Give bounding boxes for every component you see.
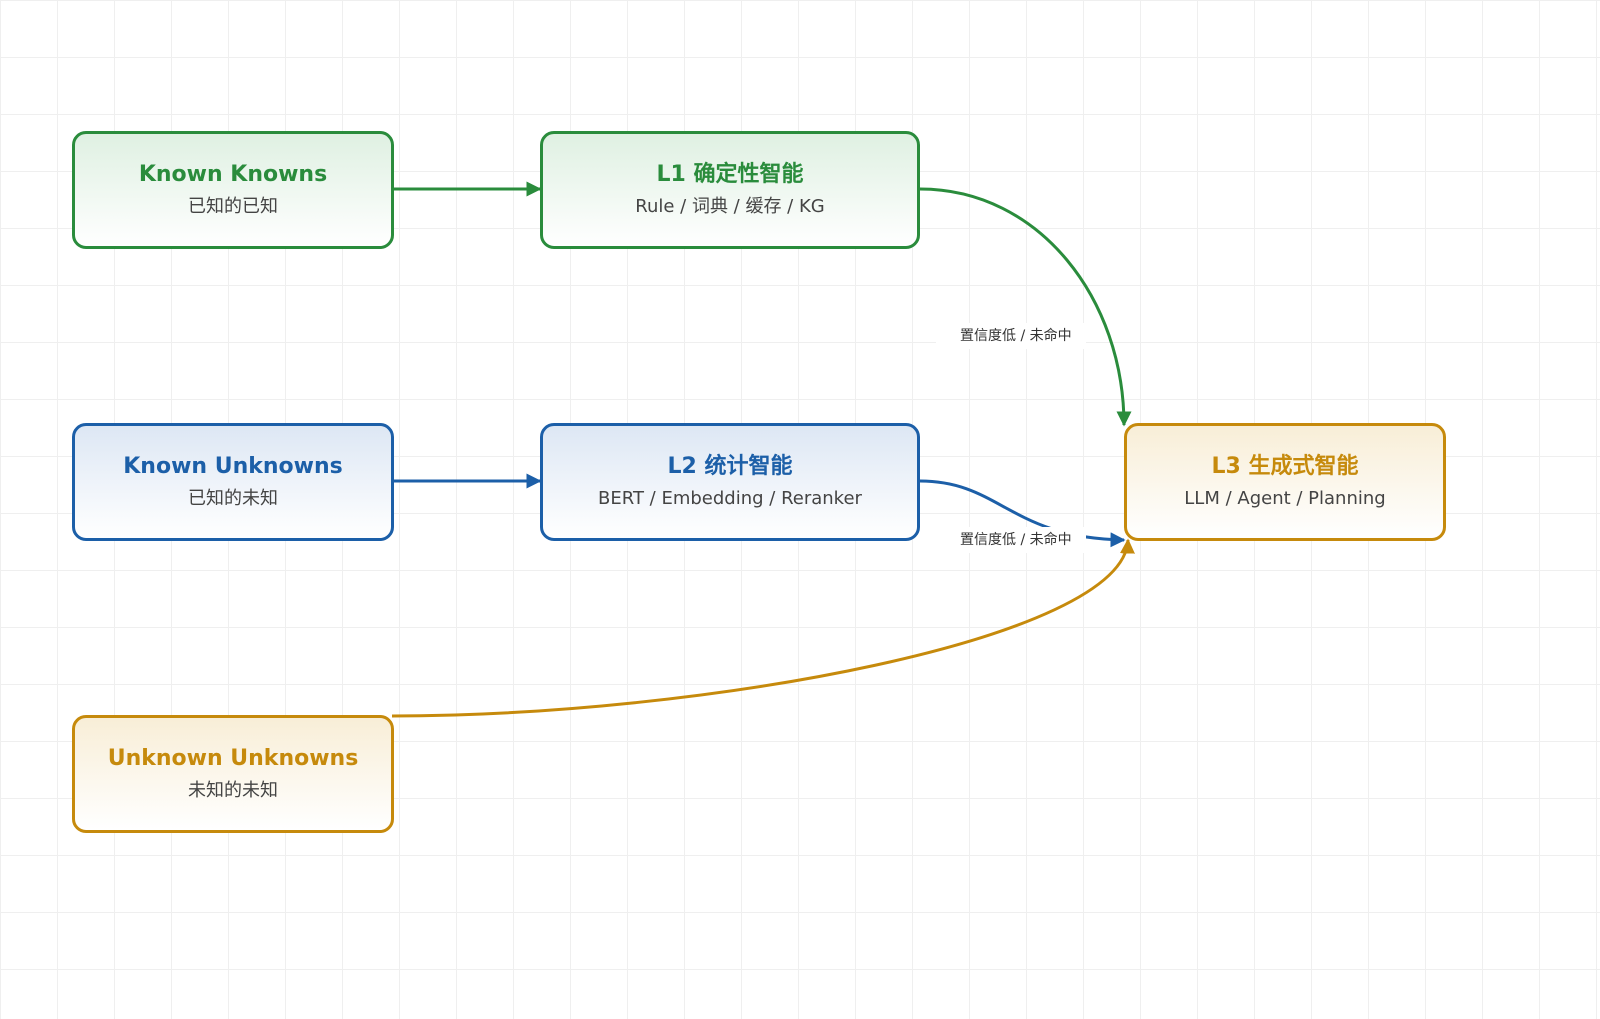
node-known-knowns[interactable]: Known Knowns 已知的已知 bbox=[72, 131, 394, 249]
node-title: L1 确定性智能 bbox=[656, 162, 804, 187]
node-title: L2 统计智能 bbox=[667, 454, 793, 479]
node-subtitle: Rule / 词典 / 缓存 / KG bbox=[635, 196, 825, 217]
node-known-unknowns[interactable]: Known Unknowns 已知的未知 bbox=[72, 423, 394, 541]
node-title: Unknown Unknowns bbox=[107, 746, 359, 771]
edge-unknown-unknowns-to-l3 bbox=[391, 538, 1135, 718]
node-l3[interactable]: L3 生成式智能 LLM / Agent / Planning bbox=[1124, 423, 1446, 541]
node-title: L3 生成式智能 bbox=[1211, 454, 1359, 479]
edge-l1-to-l3 bbox=[919, 187, 1132, 427]
edge-l2-to-l3 bbox=[919, 479, 1126, 548]
node-subtitle: BERT / Embedding / Reranker bbox=[598, 488, 862, 509]
node-title: Known Knowns bbox=[138, 162, 328, 187]
node-subtitle: 已知的未知 bbox=[188, 488, 278, 509]
node-subtitle: LLM / Agent / Planning bbox=[1184, 488, 1386, 509]
node-unknown-unknowns[interactable]: Unknown Unknowns 未知的未知 bbox=[72, 715, 394, 833]
edge-label-l2-to-l3: 置信度低 / 未命中 bbox=[936, 527, 1086, 553]
node-subtitle: 已知的已知 bbox=[188, 196, 278, 217]
node-l1[interactable]: L1 确定性智能 Rule / 词典 / 缓存 / KG bbox=[540, 131, 920, 249]
edge-label-l1-to-l3: 置信度低 / 未命中 bbox=[936, 323, 1086, 349]
node-subtitle: 未知的未知 bbox=[188, 780, 278, 801]
node-l2[interactable]: L2 统计智能 BERT / Embedding / Reranker bbox=[540, 423, 920, 541]
node-title: Known Unknowns bbox=[123, 454, 343, 479]
